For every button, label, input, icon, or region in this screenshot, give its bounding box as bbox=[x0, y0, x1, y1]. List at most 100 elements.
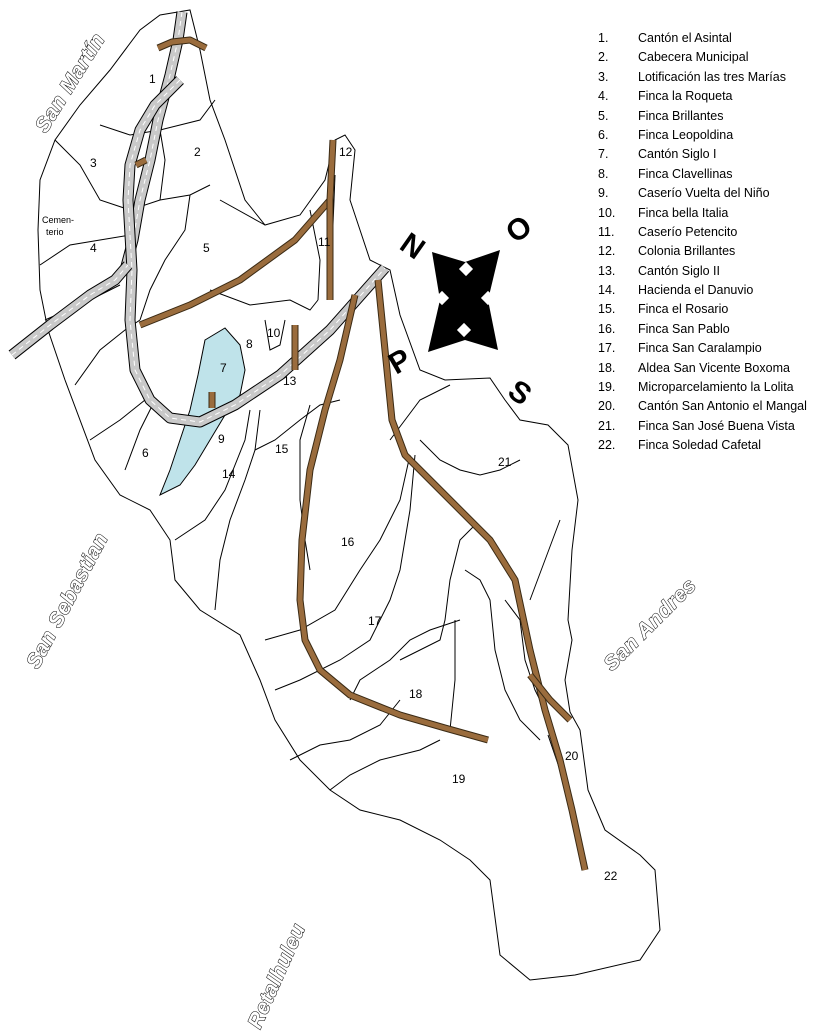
parcel-label-13: 13 bbox=[283, 374, 297, 388]
highways bbox=[8, 11, 390, 428]
legend-place-name: Caserío Petencito bbox=[638, 224, 738, 239]
dirt-roads bbox=[134, 36, 589, 871]
neighbor-label-retalhuleu: Retalhuleu bbox=[244, 920, 311, 1032]
legend-item: 9. Caserío Vuelta del Niño bbox=[598, 186, 834, 205]
compass-star-icon bbox=[428, 250, 500, 352]
parcel-label-7: 7 bbox=[220, 361, 227, 375]
legend-place-name: Cabecera Municipal bbox=[638, 50, 749, 65]
legend-number: 15. bbox=[598, 302, 616, 317]
legend-item: 15. Finca el Rosario bbox=[598, 302, 834, 321]
parcel-label-4: 4 bbox=[90, 241, 97, 255]
legend-place-name: Microparcelamiento la Lolita bbox=[638, 380, 794, 395]
legend-place-name: Finca Soledad Cafetal bbox=[638, 438, 761, 453]
legend-item: 8. Finca Clavellinas bbox=[598, 167, 834, 186]
legend-number: 8. bbox=[598, 166, 609, 181]
compass-east: O bbox=[500, 209, 538, 249]
legend-place-name: Finca el Rosario bbox=[638, 302, 729, 317]
legend-place-name: Finca San Caralampio bbox=[638, 341, 762, 356]
cementerio-label-2: terio bbox=[46, 227, 64, 237]
legend-place-name: Finca Clavellinas bbox=[638, 166, 733, 181]
parcel-label-10: 10 bbox=[267, 326, 281, 340]
legend-number: 17. bbox=[598, 341, 616, 356]
parcel-label-3: 3 bbox=[90, 156, 97, 170]
parcel-label-22: 22 bbox=[604, 869, 618, 883]
legend-item: 7.Cantón Siglo I bbox=[598, 147, 834, 166]
compass-north: N bbox=[394, 227, 431, 266]
legend-item: 17. Finca San Caralampio bbox=[598, 341, 834, 360]
legend-number: 1. bbox=[598, 31, 609, 45]
legend-item: 19. Microparcelamiento la Lolita bbox=[598, 380, 834, 399]
legend-number: 9. bbox=[598, 186, 609, 201]
legend-number: 16. bbox=[598, 321, 616, 336]
legend-item: 6. Finca Leopoldina bbox=[598, 128, 834, 147]
legend-item: 5.Finca Brillantes bbox=[598, 109, 834, 128]
parcel-label-14: 14 bbox=[222, 467, 236, 481]
legend-number: 18. bbox=[598, 360, 616, 375]
legend-place-name: Cantón San Antonio el Mangal bbox=[638, 399, 807, 414]
legend-item: 2. Cabecera Municipal bbox=[598, 50, 834, 69]
legend-place-name: Colonia Brillantes bbox=[638, 244, 736, 259]
parcel-label-16: 16 bbox=[341, 535, 355, 549]
legend-place-name: Aldea San Vicente Boxoma bbox=[638, 360, 790, 375]
parcel-label-15: 15 bbox=[275, 442, 289, 456]
legend-item: 1. Cantón el Asintal bbox=[598, 31, 834, 50]
parcel-label-11: 11 bbox=[318, 235, 331, 249]
legend-number: 5. bbox=[598, 108, 609, 123]
parcel-label-9: 9 bbox=[218, 432, 225, 446]
legend-number: 10. bbox=[598, 205, 616, 220]
legend-place-name: Hacienda el Danuvio bbox=[638, 283, 754, 298]
legend-item: 10.Finca bella Italia bbox=[598, 206, 834, 225]
legend-item: 20. Cantón San Antonio el Mangal bbox=[598, 399, 834, 418]
legend-item: 22. Finca Soledad Cafetal bbox=[598, 438, 834, 457]
legend-number: 21. bbox=[598, 418, 616, 433]
legend-item: 13.Cantón Siglo II bbox=[598, 264, 834, 283]
legend-number: 2. bbox=[598, 50, 609, 65]
legend-item: 21. Finca San José Buena Vista bbox=[598, 419, 834, 438]
parcel-boundaries bbox=[39, 99, 566, 791]
legend-item: 3. Lotificación las tres Marías bbox=[598, 70, 834, 89]
legend-place-name: Finca Leopoldina bbox=[638, 127, 734, 142]
parcel-label-20: 20 bbox=[565, 749, 579, 763]
legend-place-name: Caserío Vuelta del Niño bbox=[638, 186, 770, 201]
legend-number: 19. bbox=[598, 380, 616, 395]
compass-diamond-right bbox=[480, 290, 496, 306]
legend-item: 18. Aldea San Vicente Boxoma bbox=[598, 361, 834, 380]
parcel-label-6: 6 bbox=[142, 446, 149, 460]
legend-place-name: Finca San José Buena Vista bbox=[638, 418, 795, 433]
compass-diamond-left bbox=[434, 290, 450, 306]
parcel-labels: 1 2 3 Cemen- terio 4 5 6 7 8 9 10 11 12 … bbox=[42, 72, 618, 883]
legend-number: 14. bbox=[598, 283, 616, 298]
parcel-label-18: 18 bbox=[409, 687, 423, 701]
legend-item: 12. Colonia Brillantes bbox=[598, 244, 834, 263]
legend-number: 3. bbox=[598, 69, 609, 84]
compass-diamond-bottom bbox=[456, 322, 472, 338]
legend: 1. Cantón el Asintal 2. Cabecera Municipal 3… bbox=[598, 31, 834, 458]
compass-diamond-top bbox=[458, 261, 474, 277]
legend-number: 20. bbox=[598, 399, 616, 414]
parcel-label-19: 19 bbox=[452, 772, 466, 786]
legend-item: 4.Finca la Roqueta bbox=[598, 89, 834, 108]
parcel-label-1: 1 bbox=[149, 72, 156, 86]
neighbor-label-san-andres: San Andres bbox=[599, 574, 701, 676]
legend-item: 16. Finca San Pablo bbox=[598, 322, 834, 341]
parcel-label-12: 12 bbox=[339, 145, 353, 159]
legend-number: 13. bbox=[598, 263, 616, 278]
legend-item: 14. Hacienda el Danuvio bbox=[598, 283, 834, 302]
legend-number: 12. bbox=[598, 244, 616, 259]
legend-place-name: Finca San Pablo bbox=[638, 321, 730, 336]
parcel-label-5: 5 bbox=[203, 241, 210, 255]
legend-number: 6. bbox=[598, 127, 609, 142]
municipality-boundary bbox=[37, 9, 661, 981]
parcel-label-21: 21 bbox=[498, 455, 512, 469]
legend-place-name: Lotificación las tres Marías bbox=[638, 69, 786, 84]
legend-number: 22. bbox=[598, 438, 616, 453]
parcel-label-8: 8 bbox=[246, 337, 253, 351]
cementerio-label: Cemen- bbox=[42, 215, 74, 225]
legend-number: 7. bbox=[598, 147, 609, 162]
legend-place-name: Cantón el Asintal bbox=[638, 31, 732, 45]
parcel-label-2: 2 bbox=[194, 145, 201, 159]
neighbor-label-san-sebastian: San Sebastian bbox=[22, 529, 113, 672]
parcel-label-17: 17 bbox=[368, 614, 382, 628]
legend-number: 4. bbox=[598, 89, 609, 104]
